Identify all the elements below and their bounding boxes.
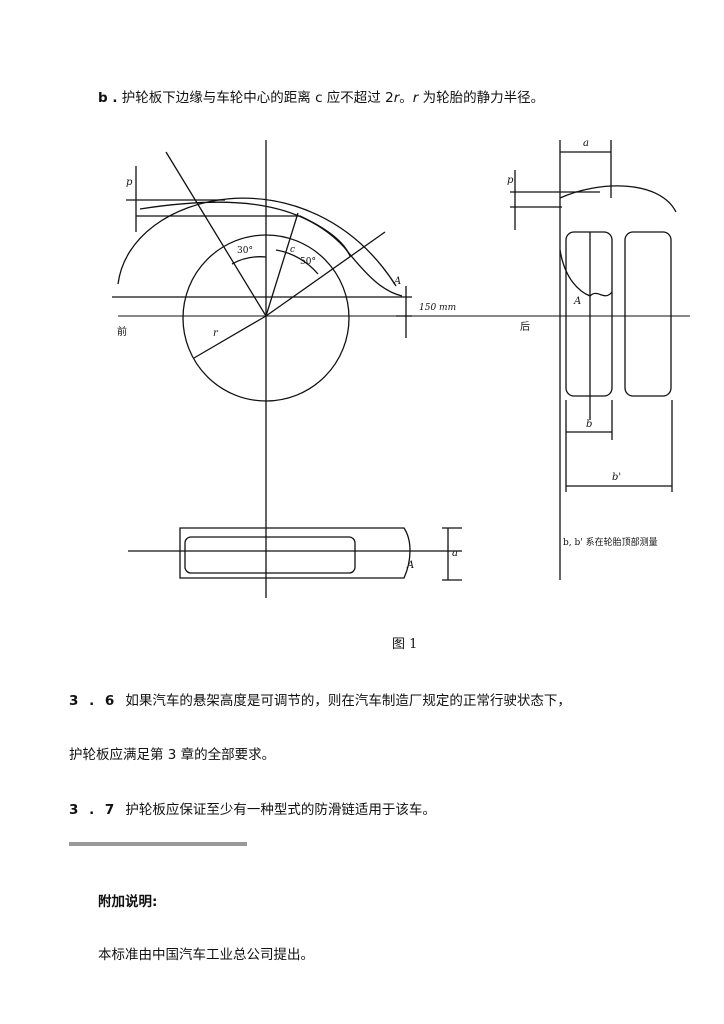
label-rear: 后 xyxy=(520,321,530,333)
label-r: r xyxy=(213,328,219,339)
clause-b: b . 护轮板下边缘与车轮中心的距离 c 应不超过 2r。r 为轮胎的静力半径。 xyxy=(98,86,544,106)
top-view-tire xyxy=(184,536,356,574)
tire-outer xyxy=(624,231,672,397)
clause-b-text-3: 为轮胎的静力半径。 xyxy=(418,90,545,106)
label-front: 前 xyxy=(117,325,127,338)
clause-3-7: 3 . 7 护轮板应保证至少有一种型式的防滑链适用于该车。 xyxy=(69,798,436,818)
clause-b-text-1: 护轮板下边缘与车轮中心的距离 c 应不超过 2 xyxy=(117,90,394,106)
figure-caption: 图 1 xyxy=(392,637,417,652)
label-a-bottom: A xyxy=(406,560,414,571)
fender-outer-arc xyxy=(117,197,397,287)
label-a-right: A xyxy=(573,296,581,307)
label-b-prime: b' xyxy=(612,472,621,483)
radial-line-c xyxy=(265,212,299,317)
clause-b-text-2: 。 xyxy=(399,90,413,106)
label-a-left: A xyxy=(393,276,401,287)
figure-1: p p a 30° c 50° A 150 mm 前 后 r A b b' A … xyxy=(112,138,690,652)
tire-inner xyxy=(565,231,613,397)
radial-line-30 xyxy=(165,151,267,317)
top-view-fender xyxy=(179,527,411,579)
notes-text: 本标准由中国汽车工业总公司提出。 xyxy=(98,947,314,963)
label-150mm: 150 mm xyxy=(419,303,456,313)
figure-note: b, b' 系在轮胎顶部测量 xyxy=(563,536,658,548)
r-symbol: r xyxy=(393,90,400,106)
label-angle-50: 50° xyxy=(300,257,316,267)
r-symbol-2: r xyxy=(412,90,419,106)
clause-3-6: 3 . 6 如果汽车的悬架高度是可调节的，则在汽车制造厂规定的正常行驶状态下， xyxy=(69,689,571,709)
label-angle-30: 30° xyxy=(237,246,253,256)
clause-b-marker: b . xyxy=(98,90,118,106)
fender-lower-edge xyxy=(136,215,351,257)
angle-arc-30 xyxy=(231,256,267,265)
section-divider xyxy=(69,842,247,846)
fender-wavy-edge xyxy=(559,249,613,297)
clause-3-7-text: 护轮板应保证至少有一种型式的防滑链适用于该车。 xyxy=(125,802,436,818)
label-c: c xyxy=(290,245,295,255)
label-p-left: p xyxy=(126,177,133,188)
label-a-bottom-dim: a xyxy=(452,548,458,559)
notes-heading: 附加说明: xyxy=(98,894,158,910)
clause-3-6-continuation: 护轮板应满足第 3 章的全部要求。 xyxy=(69,747,276,763)
label-p-right: p xyxy=(507,175,514,186)
label-a-top: a xyxy=(583,138,589,149)
clause-3-7-number: 3 . 7 xyxy=(69,802,118,818)
clause-3-6-line-1: 如果汽车的悬架高度是可调节的，则在汽车制造厂规定的正常行驶状态下， xyxy=(125,693,571,709)
clause-3-6-number: 3 . 6 xyxy=(69,693,118,709)
r-dimension-line xyxy=(193,315,267,359)
angle-arc-50 xyxy=(275,249,319,275)
label-b: b xyxy=(586,419,592,430)
radial-line-50 xyxy=(265,231,386,317)
fender-front-profile xyxy=(559,185,677,580)
